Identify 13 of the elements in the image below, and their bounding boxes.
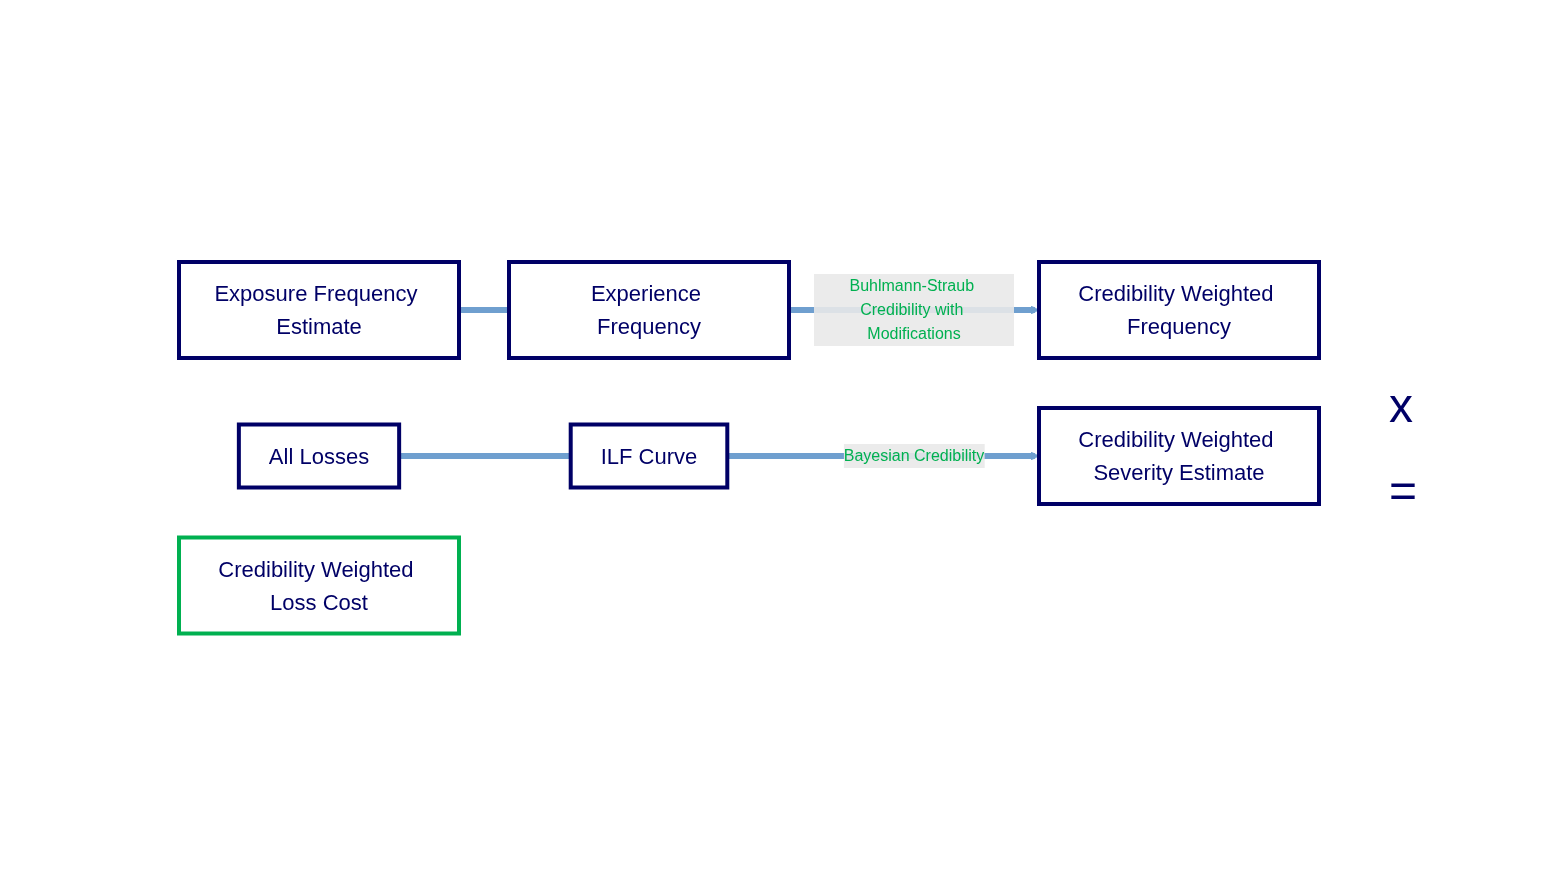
node-box: All Losses [236,422,402,490]
node-box: Exposure Frequency Estimate [177,260,461,361]
connector [459,307,509,314]
node-box: Credibility Weighted Frequency [1037,260,1321,361]
node-box: Credibility Weighted Loss Cost [177,535,461,636]
connector [399,453,571,460]
operator-sign: x [1389,378,1414,433]
edge-label: Buhlmann-Straub Credibility with Modifications [849,277,975,343]
edge-label: Bayesian Credibility [843,447,985,465]
node-box: ILF Curve [568,422,730,490]
node-box: Credibility Weighted Severity Estimate [1037,406,1321,507]
node-box: Experience Frequency [507,260,791,361]
operator-sign: = [1389,463,1417,518]
